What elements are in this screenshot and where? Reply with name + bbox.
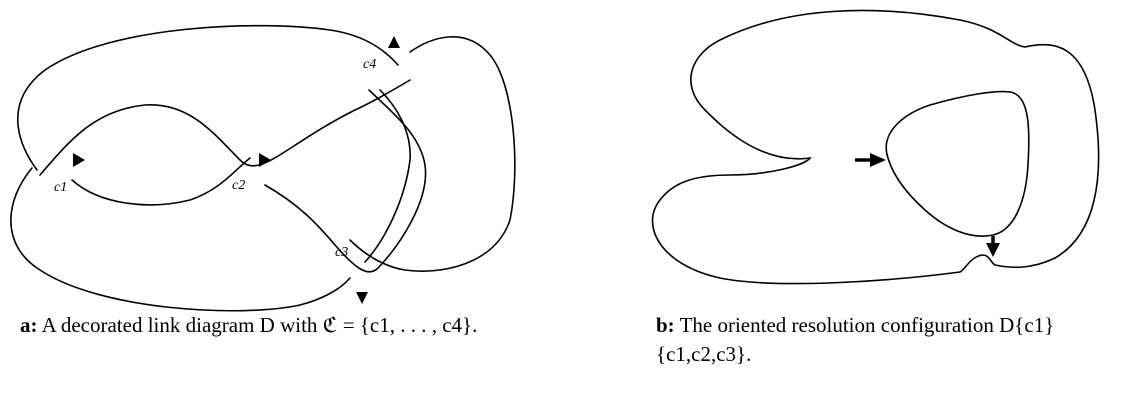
resolution-circle-outer xyxy=(651,9,1100,285)
caption-b-text: The oriented resolution configuration D{… xyxy=(656,313,1055,366)
crossing-label-c2: c2 xyxy=(232,178,245,193)
decoration-arrow-c2 xyxy=(259,153,271,167)
crossing-label-c1: c1 xyxy=(54,180,67,195)
decoration-arrow-c3 xyxy=(356,292,368,304)
caption-b: b: The oriented resolution configuration… xyxy=(656,311,1136,369)
link-strand-left-arc-to-c4 xyxy=(39,79,411,176)
caption-b-label: b: xyxy=(656,313,675,337)
link-strand-outer-bottom xyxy=(10,167,351,312)
resolution-arrow-vertical-head xyxy=(986,243,1000,257)
caption-a: a: A decorated link diagram D with ℭ = {… xyxy=(20,311,540,340)
decoration-arrow-c1 xyxy=(73,153,85,167)
link-strand-c4-to-right-lobe xyxy=(264,89,427,273)
decoration-arrow-c4 xyxy=(388,36,400,48)
caption-a-label: a: xyxy=(20,313,38,337)
link-strand-right-loop xyxy=(349,36,516,272)
resolution-configuration xyxy=(651,9,1100,285)
link-strand-c1-c2-lower xyxy=(71,157,251,206)
link-strand-c3-to-c4 xyxy=(364,89,411,263)
resolution-arrow-horizontal-head xyxy=(870,153,886,167)
link-strand-outer-top xyxy=(16,24,399,171)
link-diagram-d xyxy=(10,24,516,312)
resolution-circle-inner xyxy=(885,90,1030,237)
crossing-label-c3: c3 xyxy=(335,245,348,260)
caption-a-text: A decorated link diagram D with ℭ = {c1,… xyxy=(41,313,478,337)
crossing-label-c4: c4 xyxy=(363,57,376,72)
